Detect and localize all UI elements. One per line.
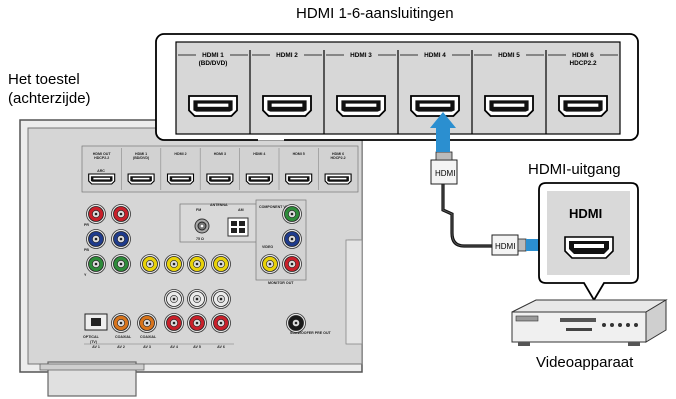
av-label-2: AV 2 (117, 345, 125, 349)
av-labels: AV 1 AV 2 AV 3 AV 4 AV 5 AV 6 (84, 343, 234, 349)
jack-coaxial-2 (137, 313, 157, 333)
panel-hdmi-port-4: HDMI 4 (239, 148, 273, 190)
hdmi-input-ports: HDMI 1(BD/DVD) HDMI 2 HDMI 3 HDMI 4 HDMI 5 HD… (178, 50, 618, 134)
hdmi-input-port-3: HDMI 3 (323, 50, 396, 134)
hdmi-input-port-4: HDMI 4 (397, 50, 470, 134)
label-y: Y (84, 273, 87, 277)
panel-hdmi-port-3: HDMI 3 (199, 148, 234, 190)
panel-hdmi-label: HDMI 1 (135, 152, 147, 156)
cable-plug-side-label: HDMI (495, 242, 515, 251)
jack-y-in-2 (111, 254, 131, 274)
jack-monitor-video (260, 254, 280, 274)
panel-hdmi-sublabel: (BD/DVD) (133, 156, 150, 160)
hdmi-output-title: HDMI-uitgang (528, 161, 621, 178)
hdmi-input-label: HDMI 2 (276, 52, 298, 59)
jack-coaxial-1 (111, 313, 131, 333)
arc-label: ARC (97, 169, 105, 173)
jack-audio-r-av4 (164, 313, 184, 333)
hdmi-input-port-5: HDMI 5 (471, 50, 544, 134)
video-device-label: Videoapparaat (536, 354, 634, 371)
jack-video-av3 (140, 254, 160, 274)
cable-plug-top-label: HDMI (435, 169, 455, 178)
panel-hdmi-label: HDMI 2 (174, 152, 186, 156)
panel-hdmi-port-5: HDMI 5 (278, 148, 313, 190)
jack-audio-r-av5 (187, 313, 207, 333)
cable-plug-top (430, 159, 458, 185)
fm-label: FM (196, 208, 201, 212)
hdmi-output-box: HDMI (538, 182, 639, 302)
arrow-up-to-input (430, 112, 456, 152)
optical-label: OPTICAL (83, 335, 100, 339)
av-label-4: AV 4 (170, 345, 178, 349)
jack-audio-r-av6 (211, 313, 231, 333)
optical-sub-label: (TV) (90, 340, 98, 344)
hdmi-output-box-label: HDMI (569, 206, 602, 221)
jack-pr-in-2 (111, 204, 131, 224)
jack-video-av6 (211, 254, 231, 274)
hdmi-input-label: HDMI 1 (202, 52, 224, 59)
label-pr: PR (84, 223, 89, 227)
hdmi-cable: HDMI HDMI (430, 151, 527, 256)
hdmi-inputs-box (155, 33, 639, 141)
ohm-label: 75 Ω (196, 237, 204, 241)
am-label: AM (238, 208, 244, 212)
jack-video-av4 (164, 254, 184, 274)
panel-hdmi-sublabel: HDCP2.2 (331, 156, 346, 160)
hdmi-output-port (564, 236, 614, 259)
av-label-6: AV 6 (217, 345, 225, 349)
jack-y-out (282, 204, 302, 224)
jack-pb-out (282, 229, 302, 249)
hdmi-input-label: HDMI 4 (424, 52, 446, 59)
av-label-3: AV 3 (143, 345, 151, 349)
jack-pb-in-2 (111, 229, 131, 249)
monitor-out-label: MONITOR OUT (268, 281, 294, 285)
hdmi-input-port-2: HDMI 2 (249, 50, 322, 134)
subwoofer-label: SUBWOOFER PRE OUT (290, 331, 332, 335)
hdmi-input-port-1: HDMI 1(BD/DVD) (178, 50, 248, 117)
hdmi-input-label: HDMI 6 (572, 52, 594, 59)
panel-hdmi-label: HDMI 3 (214, 152, 226, 156)
panel-hdmi-port-1: HDMI 1(BD/DVD) (121, 148, 155, 190)
video-player-device (511, 299, 668, 346)
jack-pr-in (86, 204, 106, 224)
video-label: VIDEO (262, 245, 273, 249)
jack-pr-out (282, 254, 302, 274)
panel-hdmi-label: HDMI OUT (93, 152, 112, 156)
hdmi-input-label: HDMI 3 (350, 52, 372, 59)
coaxial-label-2: COAXIAL (140, 335, 157, 339)
jack-pb-in (86, 229, 106, 249)
hdmi-input-label: HDMI 5 (498, 52, 520, 59)
panel-hdmi-label: HDMI 5 (293, 152, 305, 156)
coaxial-label-1: COAXIAL (115, 335, 132, 339)
jack-video-av5 (187, 254, 207, 274)
antenna-block: ANTENNA FM AM 75 Ω (179, 203, 259, 243)
component-video-label: COMPONENT VIDEO (259, 205, 295, 209)
panel-hdmi-label: HDMI 4 (253, 152, 265, 156)
jack-subwoofer (286, 313, 306, 333)
optical-jack: OPTICAL (TV) (83, 313, 108, 344)
jack-audio-l-av4 (164, 289, 184, 309)
panel-hdmi-port-2: HDMI 2 (160, 148, 195, 190)
device-label-line1: Het toestel (8, 71, 80, 88)
jack-audio-l-av6 (211, 289, 231, 309)
av-label-5: AV 5 (193, 345, 201, 349)
device-label-line2: (achterzijde) (8, 90, 91, 107)
hdmi-input-sublabel: (BD/DVD) (199, 60, 228, 67)
hdmi-input-sublabel: HDCP2.2 (570, 60, 597, 67)
antenna-label: ANTENNA (210, 203, 228, 207)
rca-jacks: PR PB Y (84, 204, 306, 333)
jack-audio-l-av5 (187, 289, 207, 309)
av-label-1: AV 1 (92, 345, 100, 349)
hdmi-inputs-title: HDMI 1-6-aansluitingen (296, 5, 454, 22)
label-pb: PB (84, 248, 89, 252)
jack-y-in (86, 254, 106, 274)
panel-hdmi-label: HDMI 6 (332, 152, 344, 156)
panel-hdmi-sublabel: HDCP2.2 (94, 156, 109, 160)
